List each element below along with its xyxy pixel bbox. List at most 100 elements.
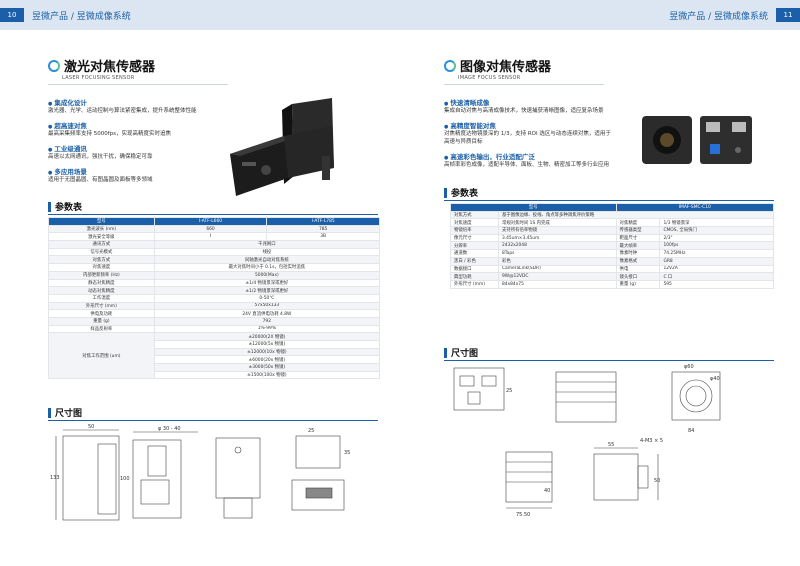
table-row: 通讯方式千兆网口 (48, 240, 381, 249)
table-cell: 像元尺寸 (450, 233, 499, 243)
right-title-text: 图像对焦传感器 (460, 60, 552, 75)
feature-desc: 高帧率彩色成像，适配半导体、面板、生物、精密加工等多行业应用 (444, 162, 610, 168)
table-cell: ±12000(5x 物镜) (153, 340, 381, 349)
left-features: 集成化设计 激光器、光学、运动控制与算法紧密集成，提升系统整体性能 超高速对焦 … (48, 92, 238, 184)
table-cell: 最大帧率 (615, 241, 661, 251)
left-params-divider (48, 214, 378, 215)
table-cell: CameraLink(SDR) (497, 264, 617, 274)
table-cell: 同轴激光自动对焦系统 (153, 255, 381, 265)
dim-label: 4-M3 × 5 (640, 438, 663, 444)
table-cell: 5000(Max) (153, 270, 381, 280)
table-cell: 57x50x133 (153, 301, 381, 311)
table-cell: 对焦速度 (48, 263, 155, 272)
table-cell: ±1/4 物镜景深或更好 (153, 278, 381, 288)
left-header: 10 昱微产品 / 昱微成像系统 (0, 0, 400, 30)
dim-label: 100 (120, 476, 130, 482)
table-cell: 3.45um×3.45um (497, 233, 617, 243)
feature-heading: 高精度智能对焦 (444, 120, 644, 130)
table-cell: 黑白 / 彩色 (450, 256, 499, 266)
table-cell: 通讯方式 (48, 240, 155, 249)
right-section-title: 图像对焦传感器 (444, 56, 551, 75)
table-cell: 9W@12VDC (497, 272, 617, 281)
table-cell: 彩色 (497, 256, 617, 266)
feature-desc: 适用于无图晶圆、有图晶圆及面板等多领域 (48, 177, 153, 183)
table-cell: 工作温度 (48, 293, 155, 303)
table-cell: 通道数 (450, 249, 499, 258)
heading-bar (48, 201, 51, 212)
table-cell: 基于图像边缘、投线、角点等多种调焦评价策略 (497, 210, 775, 220)
left-params-title: 参数表 (55, 203, 83, 213)
feature-heading: 工业级通讯 (48, 143, 238, 153)
left-page-number: 10 (0, 8, 24, 22)
table-cell: 785 (266, 224, 380, 234)
table-cell: ±1500(100x 物镜) (153, 370, 381, 380)
heading-bar (48, 407, 51, 418)
table-cell: 像素时钟 (615, 249, 661, 258)
dim-label: 25 (506, 388, 512, 394)
table-cell: 12V2A (659, 264, 774, 274)
table-cell: 24V 直流供电功耗 4.8W (153, 309, 381, 318)
table-cell: CMOS, 全局快门 (659, 226, 774, 235)
heading-bar (444, 187, 447, 198)
table-cell: 74.25MHz (659, 249, 774, 258)
table-cell: ±3000(50x 物镜) (153, 363, 381, 372)
right-params-divider (444, 200, 774, 201)
feature-desc: 最高采集频率支持 5000fps，实现高精度实时追焦 (48, 131, 172, 137)
left-subtitle: LASER FOCUSING SENSOR (62, 75, 135, 81)
table-cell: 1/3 物镜景深 (659, 218, 774, 228)
feature-heading: 快速清晰成像 (444, 97, 644, 107)
table-cell: 对焦工作范围 (um) (48, 332, 155, 380)
left-dims-divider (48, 420, 378, 421)
table-cell: 分辨率 (450, 241, 499, 251)
table-row: 对焦方式同轴激光自动对焦系统 (48, 255, 381, 265)
table-cell: 对焦方式 (450, 210, 499, 220)
table-cell: 8Taps (497, 249, 617, 258)
brand-logo-icon (48, 59, 60, 72)
right-features: 快速清晰成像 集成自动对焦与高清成像技术，快速捕获清晰图像，适应复杂场景 高精度… (444, 92, 644, 169)
table-row: 对焦方式基于图像边缘、投线、角点等多种调焦评价策略 (450, 210, 775, 220)
table-cell: 像素格式 (615, 256, 661, 266)
right-title-divider (444, 84, 604, 85)
table-cell: 千兆网口 (153, 240, 381, 249)
table-cell: 792 (153, 316, 381, 326)
feature-heading: 高速彩色输出，行业适配广泛 (444, 151, 644, 161)
table-cell: 常规对焦时间 1S 内完成 (497, 218, 617, 228)
table-cell: 样品反射率 (48, 324, 155, 334)
dim-label: 35 (344, 450, 350, 456)
dim-label: 40 (544, 488, 550, 494)
dim-label: φ40 (710, 376, 720, 382)
table-cell: I (153, 232, 268, 242)
table-cell: 静态对焦精度 (48, 278, 155, 288)
feature-desc: 激光器、光学、运动控制与算法紧密集成，提升系统整体性能 (48, 108, 197, 114)
table-cell: 外形尺寸 (mm) (48, 301, 155, 311)
camera-dimension-drawing: 75.50 55 4-M3 × 5 84 φ60 φ40 50 25 40 (453, 364, 721, 518)
feature-heading: 多应用场景 (48, 166, 238, 176)
table-cell: 供电及功耗 (48, 309, 155, 318)
left-dims-title: 尺寸图 (55, 409, 83, 419)
table-cell: 重量 (g) (48, 316, 155, 326)
right-dims-divider (444, 360, 774, 361)
table-cell: 动态对焦精度 (48, 286, 155, 295)
table-cell: 镜头接口 (615, 272, 661, 281)
left-section-title: 激光对焦传感器 (48, 56, 155, 75)
table-cell: 信号光模式 (48, 247, 155, 257)
table-row: 动态对焦精度±1/2 物镜景深或更好 (48, 286, 381, 295)
camera-product-image (642, 116, 752, 164)
table-cell: 典型功耗 (450, 272, 499, 281)
table-cell: 84x84x75 (497, 279, 617, 289)
table-row: 重量 (g)792 (48, 316, 381, 326)
table-header-cell: IMAF-SMC-C10 (615, 203, 775, 212)
table-cell: 外形尺寸 (mm) (450, 279, 499, 289)
left-title-text: 激光对焦传感器 (64, 60, 156, 75)
table-cell: 靶面尺寸 (615, 233, 661, 243)
right-subtitle: IMAGE FOCUS SENSOR (458, 75, 521, 81)
table-cell: 激光波长 (nm) (48, 224, 155, 234)
left-breadcrumb: 昱微产品 / 昱微成像系统 (32, 11, 131, 22)
